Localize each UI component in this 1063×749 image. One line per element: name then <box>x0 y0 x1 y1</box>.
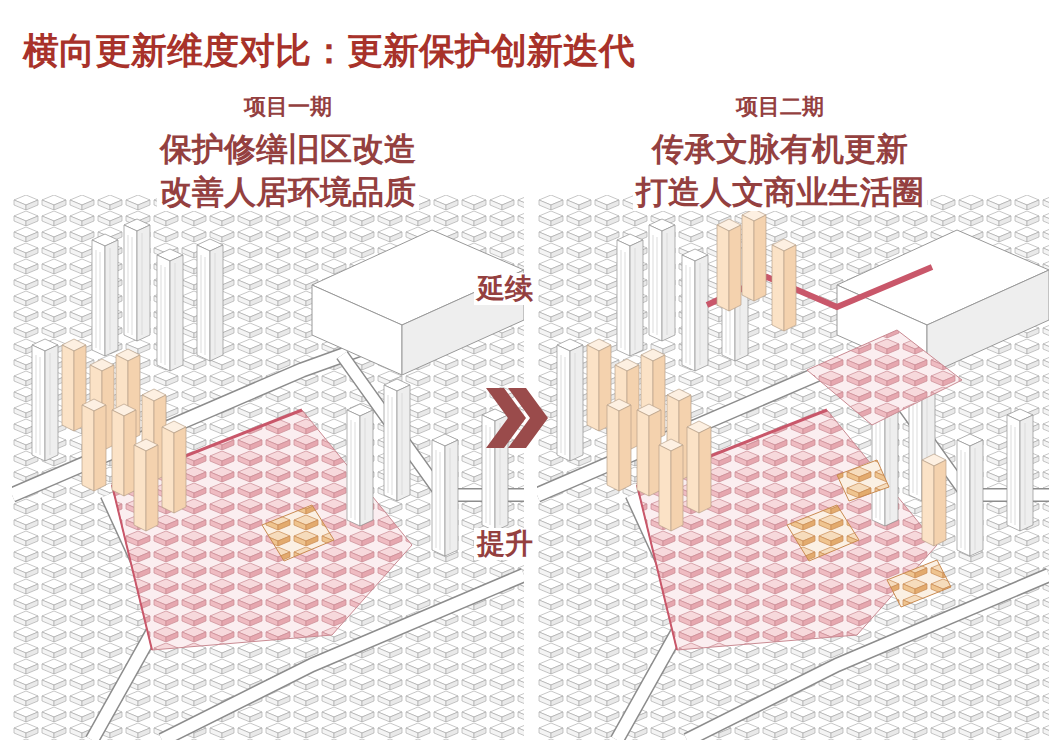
phase-heading: 项目一期 <box>241 94 335 119</box>
arrow-label: 延续 <box>474 273 536 305</box>
phase-slogan: 保护修缮旧区改造 <box>157 131 419 168</box>
phase-slogan: 改善人居环境品质 <box>157 174 419 211</box>
arrow-label: 提升 <box>474 528 536 560</box>
phase-slogan: 打造人文商业生活圈 <box>633 174 927 211</box>
phase-slogan: 传承文脉有机更新 <box>649 131 911 168</box>
chevron-arrow <box>486 388 548 448</box>
phase-one-map <box>12 195 524 740</box>
slide-title: 横向更新维度对比：更新保护创新迭代 <box>20 30 638 71</box>
phase-heading: 项目二期 <box>733 94 827 119</box>
phase-two-map <box>537 195 1049 740</box>
